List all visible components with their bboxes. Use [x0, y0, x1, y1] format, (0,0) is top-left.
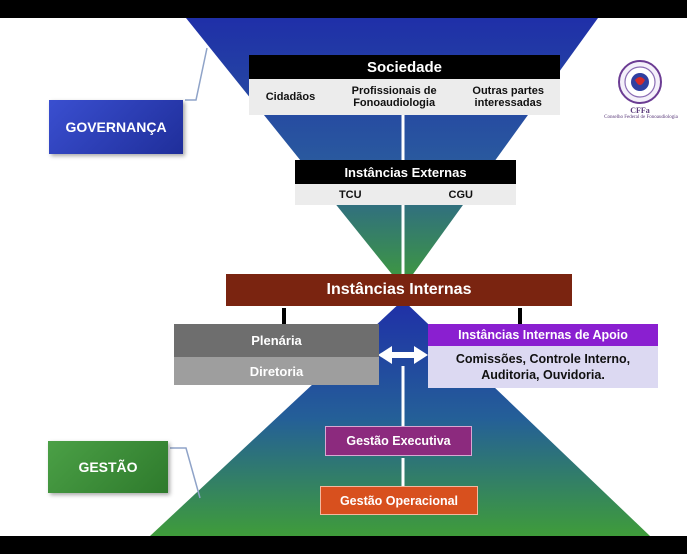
double-arrow-icon — [378, 346, 428, 364]
apoio-header: Instâncias Internas de Apoio — [428, 324, 658, 346]
sociedade-item-cidadaos: Cidadãos — [265, 91, 316, 103]
logo-name: Conselho Federal de Fonoaudiologia — [604, 115, 678, 120]
externas-header: Instâncias Externas — [295, 160, 516, 184]
externas-items-row: TCU CGU — [295, 184, 516, 205]
diagram-canvas: Sociedade Cidadãos Profissionais de Fono… — [0, 18, 687, 536]
governanca-label: GOVERNANÇA — [49, 100, 183, 154]
cffa-logo — [618, 60, 662, 104]
gestao-label: GESTÃO — [48, 441, 168, 493]
sociedade-item-profissionais: Profissionais de Fonoaudiologia — [351, 85, 437, 109]
plenaria-box: Plenária — [174, 324, 379, 357]
gestao-executiva-box: Gestão Executiva — [325, 426, 472, 456]
apoio-body: Comissões, Controle Interno, Auditoria, … — [428, 346, 658, 388]
gestao-connector — [170, 447, 201, 499]
externas-item-cgu: CGU — [448, 188, 473, 201]
internas-header: Instâncias Internas — [226, 274, 572, 306]
sociedade-header: Sociedade — [249, 55, 560, 79]
gestao-operacional-box: Gestão Operacional — [320, 486, 478, 515]
diretoria-box: Diretoria — [174, 357, 379, 385]
management-pyramid — [150, 300, 650, 536]
sociedade-item-outras-partes: Outras partes interessadas — [472, 85, 544, 109]
cffa-seal-icon — [618, 60, 662, 104]
externas-item-tcu: TCU — [338, 188, 362, 201]
governanca-connector — [185, 47, 208, 101]
sociedade-items-row: Cidadãos Profissionais de Fonoaudiologia… — [249, 79, 560, 115]
logo-abbreviation: CFFa — [630, 106, 650, 115]
